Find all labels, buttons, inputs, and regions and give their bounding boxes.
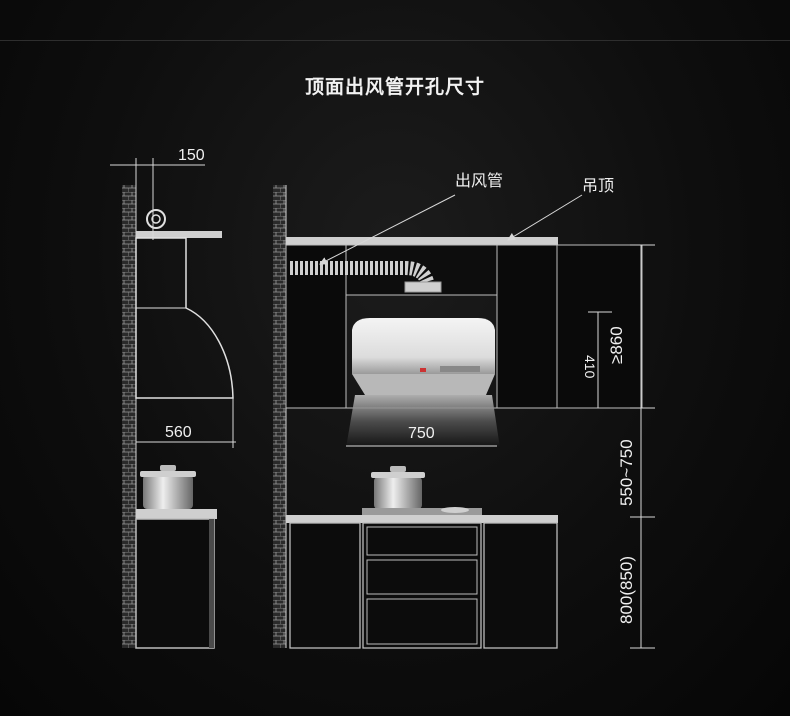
front-countertop: [286, 515, 558, 523]
side-countertop: [136, 509, 217, 519]
exhaust-pipe-label: 出风管: [455, 171, 503, 190]
side-duct: [146, 209, 166, 229]
ceiling-label: 吊顶: [582, 176, 614, 195]
hood-glass-reflection: [346, 395, 500, 448]
upper-cabinet-mid: [496, 244, 558, 409]
side-view: 150 560: [110, 147, 236, 649]
page-title: 顶面出风管开孔尺寸: [304, 76, 485, 98]
hood-depth-label: 560: [165, 424, 192, 441]
callouts: 出风管 吊顶: [319, 171, 614, 265]
lower-cabinet-right: [483, 522, 558, 649]
pipe-width-label: 150: [178, 147, 205, 164]
lower-drawers: [362, 522, 482, 649]
side-ceiling: [136, 231, 222, 238]
hood-height-label: 410: [582, 355, 598, 379]
front-wall: [273, 185, 286, 648]
range-hood: [346, 318, 500, 448]
upper-cabinet-right: [556, 244, 643, 409]
exhaust-duct: [290, 261, 442, 293]
cabinet-height-label: ≥860: [607, 326, 626, 364]
top-divider: [0, 40, 790, 41]
lower-cabinet-left: [289, 522, 361, 649]
side-cabinet: [135, 518, 215, 649]
front-ceiling: [286, 237, 558, 245]
stove-top: [362, 508, 482, 515]
front-pot: [374, 477, 422, 509]
front-view: 750 410 ≥860 550~750 800(850): [273, 185, 655, 649]
side-pot: [143, 475, 193, 509]
counter-height-label: 800(850): [617, 556, 636, 624]
hood-to-stove-label: 550~750: [617, 439, 636, 506]
side-hood: [135, 237, 234, 399]
hood-width-label: 750: [408, 425, 435, 442]
side-wall: [122, 185, 136, 648]
